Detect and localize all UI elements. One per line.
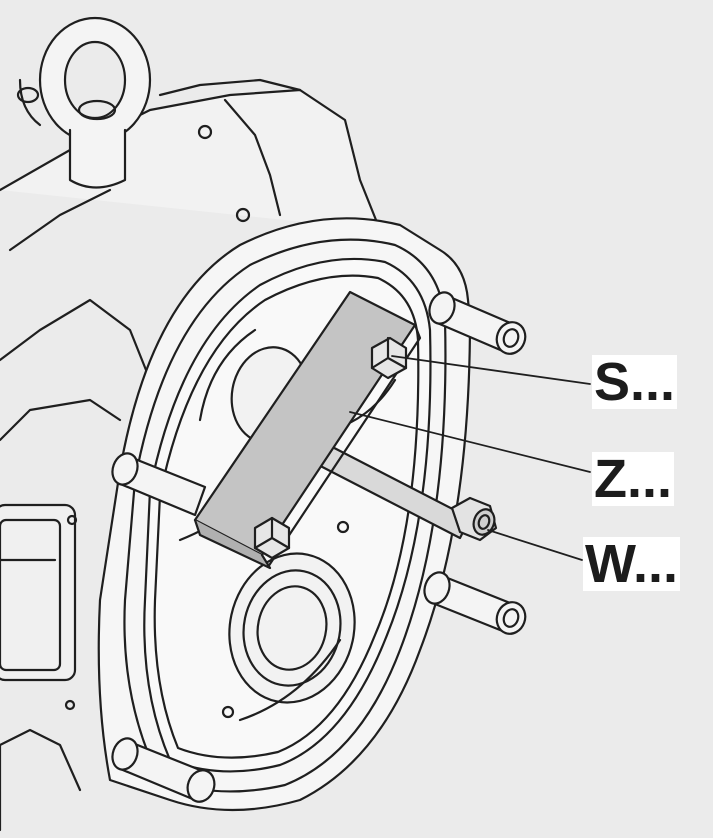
- screw-bottom: [253, 516, 291, 560]
- housing-body: [0, 78, 382, 832]
- puller-bar: [193, 290, 422, 570]
- leader-line-w: [487, 529, 583, 561]
- lifting-eye: [16, 16, 152, 189]
- callout-label-w: W...: [583, 534, 680, 594]
- stud-bottom-right: [423, 571, 527, 635]
- stud-bottom-left: [111, 737, 216, 803]
- callout-label-s: S...: [592, 352, 678, 412]
- screw-top: [370, 336, 408, 380]
- leader-line-s: [391, 355, 591, 385]
- stud-top-right: [428, 291, 527, 355]
- callout-label-z: Z...: [592, 449, 674, 509]
- stud-left: [111, 452, 207, 517]
- spindle-nut: [450, 496, 498, 542]
- side-inspection-window: [0, 503, 78, 711]
- leader-line-z: [349, 411, 591, 473]
